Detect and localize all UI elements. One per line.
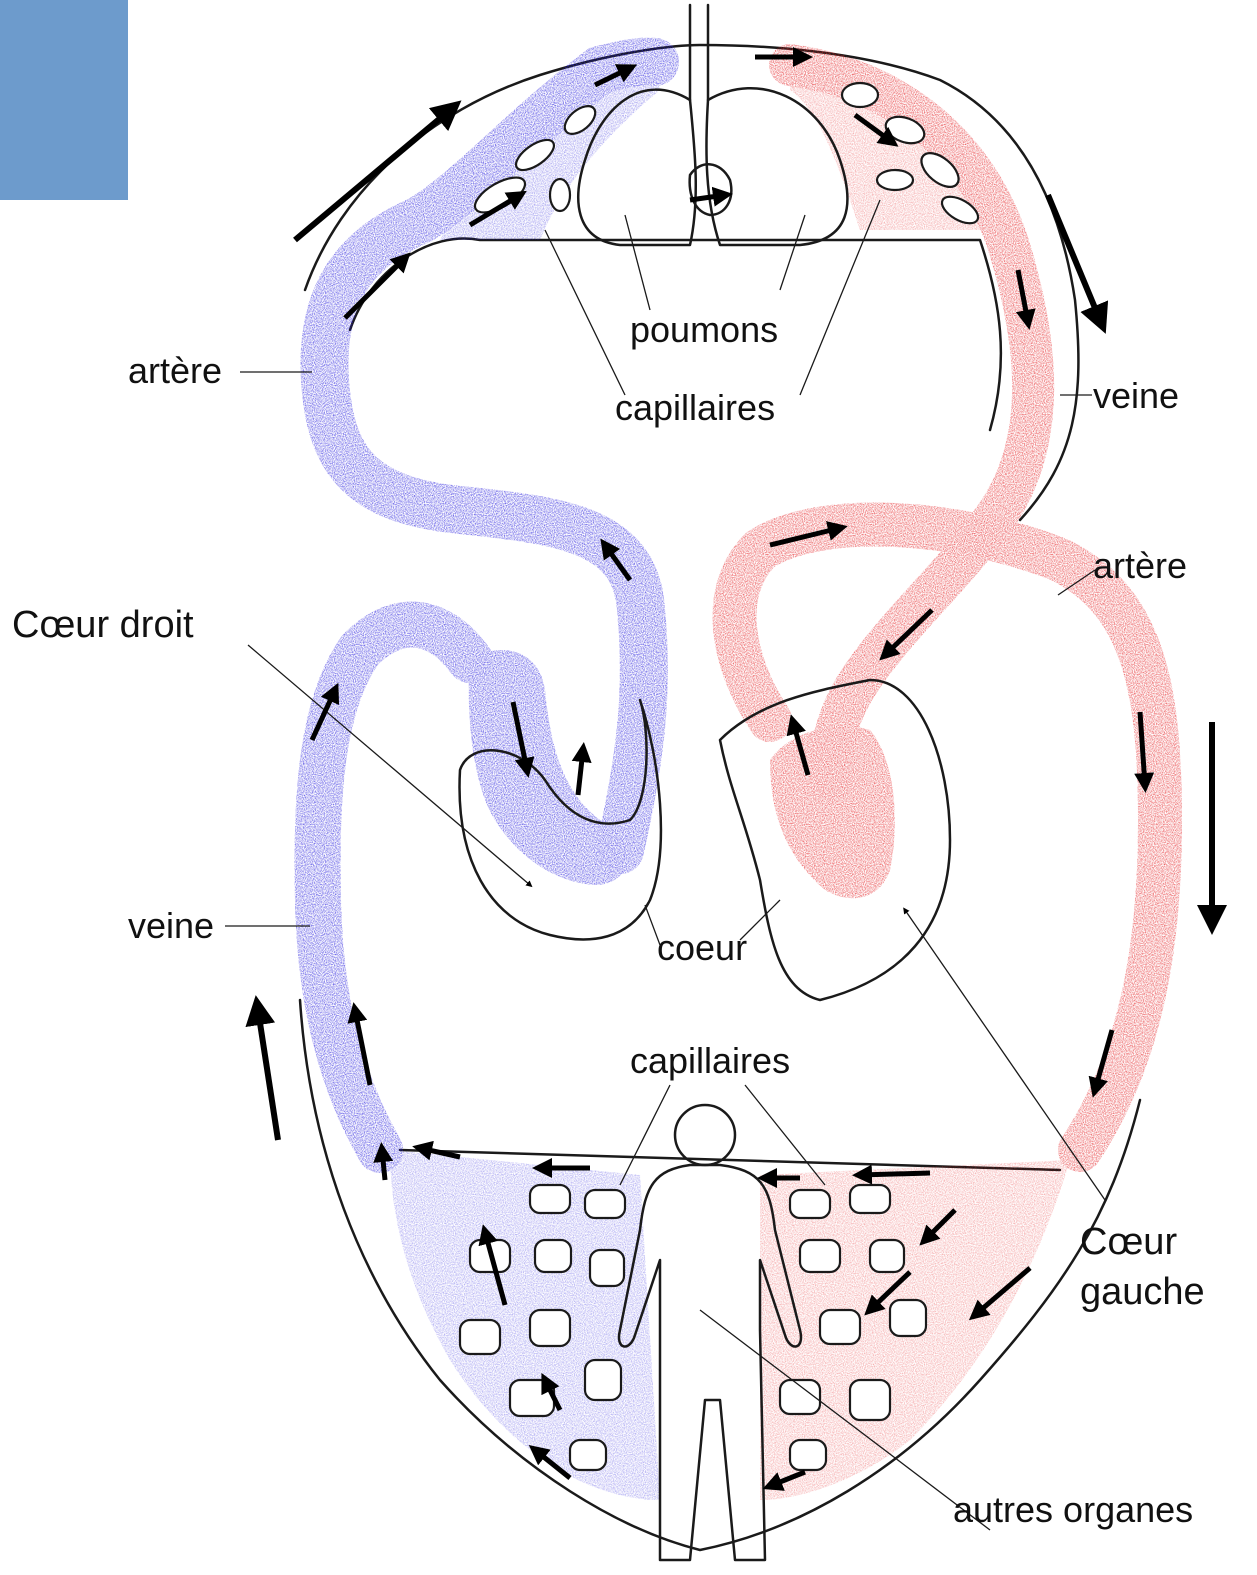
label-coeur-gauche-1: Cœur [1080,1221,1177,1263]
label-coeur-droit: Cœur droit [12,604,194,646]
vena-cava-blue [317,625,470,1150]
label-veine-left: veine [128,905,214,946]
label-coeur-gauche-2: gauche [1080,1271,1205,1313]
arrow-icon [258,1010,278,1140]
label-autres-organes: autres organes [953,1489,1193,1530]
left-heart-blob [770,726,895,898]
trachea [690,5,708,100]
label-artere-left: artère [128,350,222,391]
label-veine-right: veine [1093,375,1179,416]
label-coeur: coeur [657,927,747,968]
label-capillaires-bottom: capillaires [630,1040,790,1081]
label-artere-right: artère [1093,545,1187,586]
right-heart-blob [469,650,628,885]
label-poumons: poumons [630,309,778,350]
label-capillaires-top: capillaires [615,387,775,428]
